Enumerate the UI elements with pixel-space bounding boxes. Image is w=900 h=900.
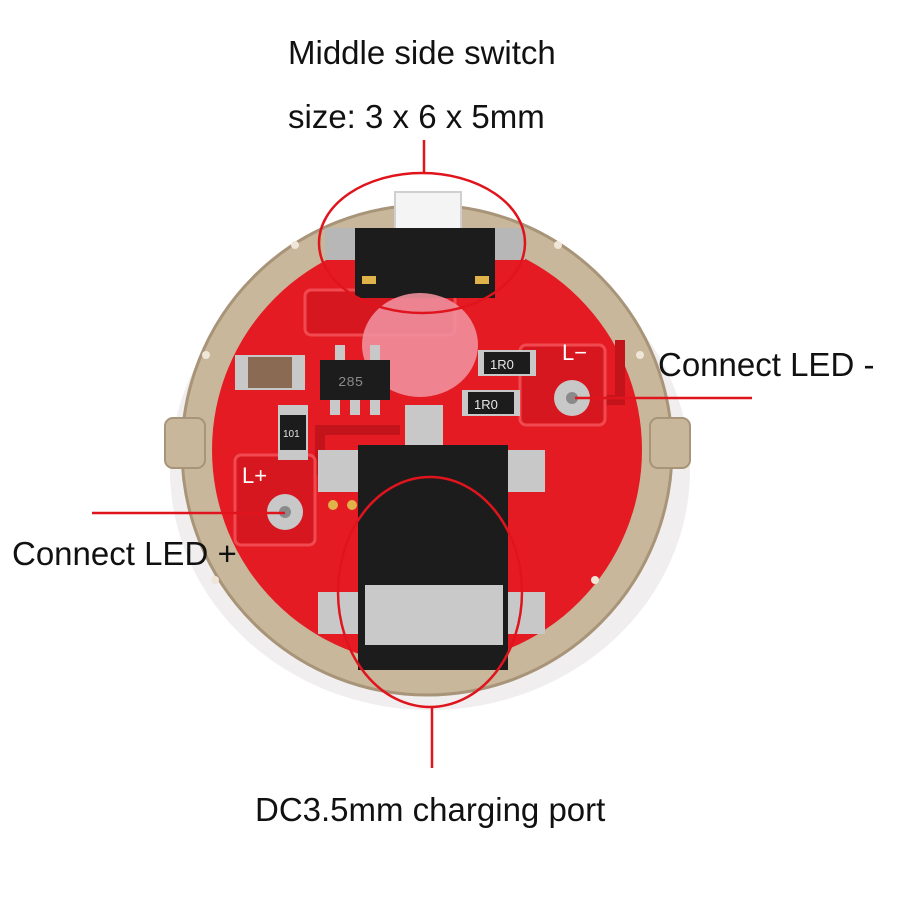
led-negative-label: Connect LED -	[658, 346, 875, 383]
ring-dot	[211, 576, 219, 584]
switch-title-label: Middle side switch	[288, 34, 556, 71]
led-positive-label: Connect LED +	[12, 535, 237, 572]
switch-pin	[362, 276, 376, 284]
ring-dot	[554, 241, 562, 249]
dc-port-callout-circle	[336, 475, 524, 709]
l-plus-silkscreen: L+	[242, 463, 267, 488]
ring-dot	[202, 351, 210, 359]
switch-pin	[475, 276, 489, 284]
dc-jack-lead	[405, 405, 443, 450]
dc-jack-tab	[505, 592, 545, 634]
via-dot	[347, 500, 357, 510]
resistor-top-right-body	[484, 352, 530, 374]
dc-jack-metal	[365, 585, 503, 645]
ring-dot	[636, 351, 644, 359]
capacitor-body	[248, 357, 292, 388]
resistor-mid-right-body	[468, 392, 514, 414]
switch-size-label: size: 3 x 6 x 5mm	[288, 98, 545, 135]
via-dot	[328, 500, 338, 510]
chip-marking: 285	[338, 375, 363, 391]
pink-indicator	[362, 293, 478, 397]
resistor-marking: 101	[283, 429, 300, 440]
ring-tab-left	[164, 417, 206, 469]
ring-dot	[291, 241, 299, 249]
dc-jack-tab	[505, 450, 545, 492]
resistor-marking: 1R0	[474, 397, 498, 412]
switch-body	[355, 228, 495, 298]
dc-jack-tab	[318, 450, 358, 492]
switch-actuator	[394, 191, 462, 233]
switch-callout-circle	[317, 171, 527, 315]
led-negative-hole	[566, 392, 578, 404]
ring-tab-right	[649, 417, 691, 469]
ring-dot	[591, 576, 599, 584]
ic-pin	[330, 400, 340, 415]
dc-port-label: DC3.5mm charging port	[255, 791, 606, 828]
ic-pin	[335, 345, 345, 360]
ic-chip	[320, 360, 390, 400]
resistor-left-body	[280, 415, 306, 450]
resistor-marking: 1R0	[490, 357, 514, 372]
ic-pin	[350, 400, 360, 415]
ic-pin	[370, 400, 380, 415]
ic-pin	[370, 345, 380, 360]
l-minus-silkscreen: L−	[562, 340, 587, 365]
